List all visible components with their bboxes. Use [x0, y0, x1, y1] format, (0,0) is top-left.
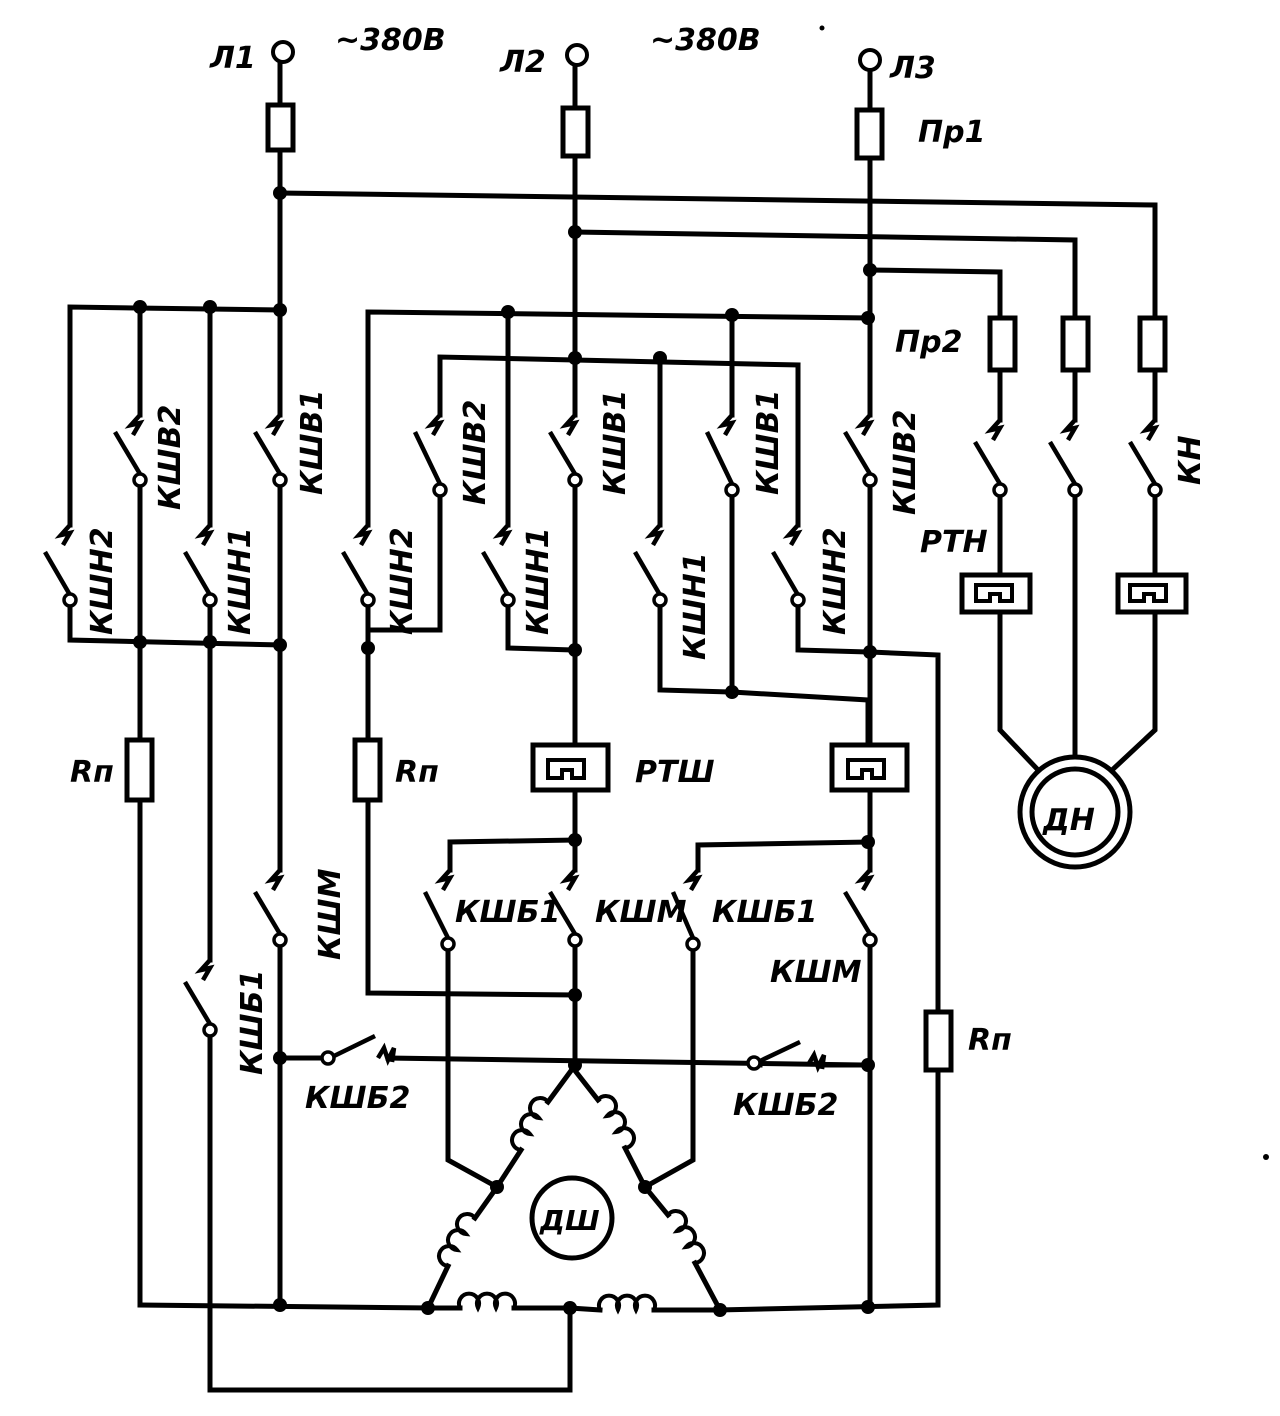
contact-kshb1-lower-left [422, 868, 456, 952]
contact-kshm-lower-center [548, 868, 583, 948]
contact-kshn1-left [183, 523, 218, 608]
label-kshb2-right: КШБ2 [733, 1088, 838, 1123]
thermal-relay-rtsh-2 [829, 742, 910, 793]
contact-kshn2-center-2 [771, 523, 806, 608]
fuse-pump-3 [1137, 315, 1168, 373]
contact-kshv1-left [253, 413, 288, 488]
contact-kn [1128, 418, 1163, 498]
label-rp-right: Rп [968, 1023, 1012, 1058]
contact-kshv2-right [843, 413, 878, 488]
terminal-l2 [565, 43, 589, 67]
contact-kshb2-right [746, 1039, 827, 1073]
labels: Л1 ~380В Л2 ~380В Л3 Пр1 Пр2 РТН РТШ Rп … [70, 23, 1208, 1237]
terminal-l3 [858, 48, 882, 72]
fuse-l1 [265, 102, 296, 153]
contact-kshn2-left [43, 523, 78, 608]
label-kshv2-center: КШВ2 [458, 400, 493, 505]
contact-kshv1-center-2 [704, 413, 740, 498]
label-voltage-1: ~380В [335, 23, 446, 58]
label-kshv1-center: КШВ1 [598, 390, 633, 495]
resistor-rp-center [352, 737, 383, 803]
fuse-l3 [854, 107, 885, 161]
label-kshv2-left: КШВ2 [153, 405, 188, 510]
label-motor-spindle: ДШ [539, 1204, 600, 1237]
fuse-pump-2 [1060, 315, 1091, 373]
label-kshm-lower-center: КШМ [595, 895, 687, 930]
contact-kshn1-center [481, 523, 516, 608]
contact-kshn1-center-2 [633, 523, 668, 608]
label-kshm-left: КШМ [313, 868, 348, 960]
label-kn: КН [1173, 435, 1208, 485]
thermal-relay-rtn-2 [1115, 572, 1189, 615]
resistors [124, 737, 954, 1073]
label-relay-rtn: РТН [920, 525, 988, 560]
switch-contacts [43, 413, 1163, 1073]
label-kshm-lower-right: КШМ [770, 955, 862, 990]
label-kshn2-center: КШН2 [385, 527, 420, 635]
thermal-relays [530, 572, 1189, 793]
contact-kshv2-center [412, 413, 448, 498]
label-kshv1-center-2: КШВ1 [751, 390, 786, 495]
contact-kshm-left [253, 868, 288, 948]
resistor-rp-left [124, 737, 155, 803]
label-motor-pump: ДН [1042, 803, 1095, 838]
label-kshv1-left: КШВ1 [295, 390, 330, 495]
label-l3: Л3 [889, 51, 936, 86]
contact-kshm-lower-right [843, 868, 878, 948]
label-kshn1-center-2: КШН1 [678, 552, 713, 660]
contact-kshb1-left [183, 958, 218, 1038]
scan-speck-1 [819, 25, 825, 31]
label-l2: Л2 [499, 45, 546, 80]
terminal-l1 [271, 40, 295, 64]
label-fuse-main: Пр1 [918, 115, 985, 150]
label-kshn1-left: КШН1 [223, 527, 258, 635]
label-l1: Л1 [209, 41, 256, 76]
pump-motor [1017, 754, 1133, 870]
spindle-motor [529, 1175, 615, 1261]
thermal-relay-rtsh-1 [530, 742, 611, 793]
label-kshb1-left: КШБ1 [235, 970, 270, 1075]
center-group-wires [365, 309, 941, 1313]
junction-dots [133, 186, 877, 1317]
thermal-relay-rtn-1 [959, 572, 1033, 615]
label-voltage-2: ~380В [650, 23, 761, 58]
fuse-pump-1 [987, 315, 1018, 373]
label-rp-center: Rп [395, 755, 439, 790]
fuse-l2 [560, 105, 591, 159]
label-kshb2-left: КШБ2 [305, 1081, 410, 1116]
contact-kshb1-lower-right [670, 868, 703, 952]
contact-kshn2-center [341, 523, 376, 608]
contact-kshb2-left [320, 1033, 397, 1066]
label-fuse-pump: Пр2 [895, 325, 962, 360]
line-terminals [271, 40, 882, 72]
label-kshv2-right: КШВ2 [888, 410, 923, 515]
contact-kshv1-center [548, 413, 583, 488]
fuses [265, 102, 1168, 373]
label-kshn2-center-2: КШН2 [818, 527, 853, 635]
contact-pump-2 [1048, 418, 1083, 498]
contact-kshv2-left [113, 413, 148, 488]
scan-speck-2 [1263, 1154, 1269, 1160]
label-kshb1-lower-right: КШБ1 [712, 895, 817, 930]
label-kshn1-center: КШН1 [521, 527, 556, 635]
lower-contact-wires [385, 837, 873, 1191]
label-rp-left: Rп [70, 755, 114, 790]
left-group-wires [67, 304, 573, 1393]
pump-branch-wires [277, 190, 1158, 776]
label-kshb1-lower-left: КШБ1 [455, 895, 560, 930]
label-kshn2-left: КШН2 [85, 527, 120, 635]
contact-pump-1 [973, 418, 1008, 498]
label-relay-rtsh: РТШ [635, 755, 715, 790]
resistor-rp-right [923, 1009, 954, 1073]
